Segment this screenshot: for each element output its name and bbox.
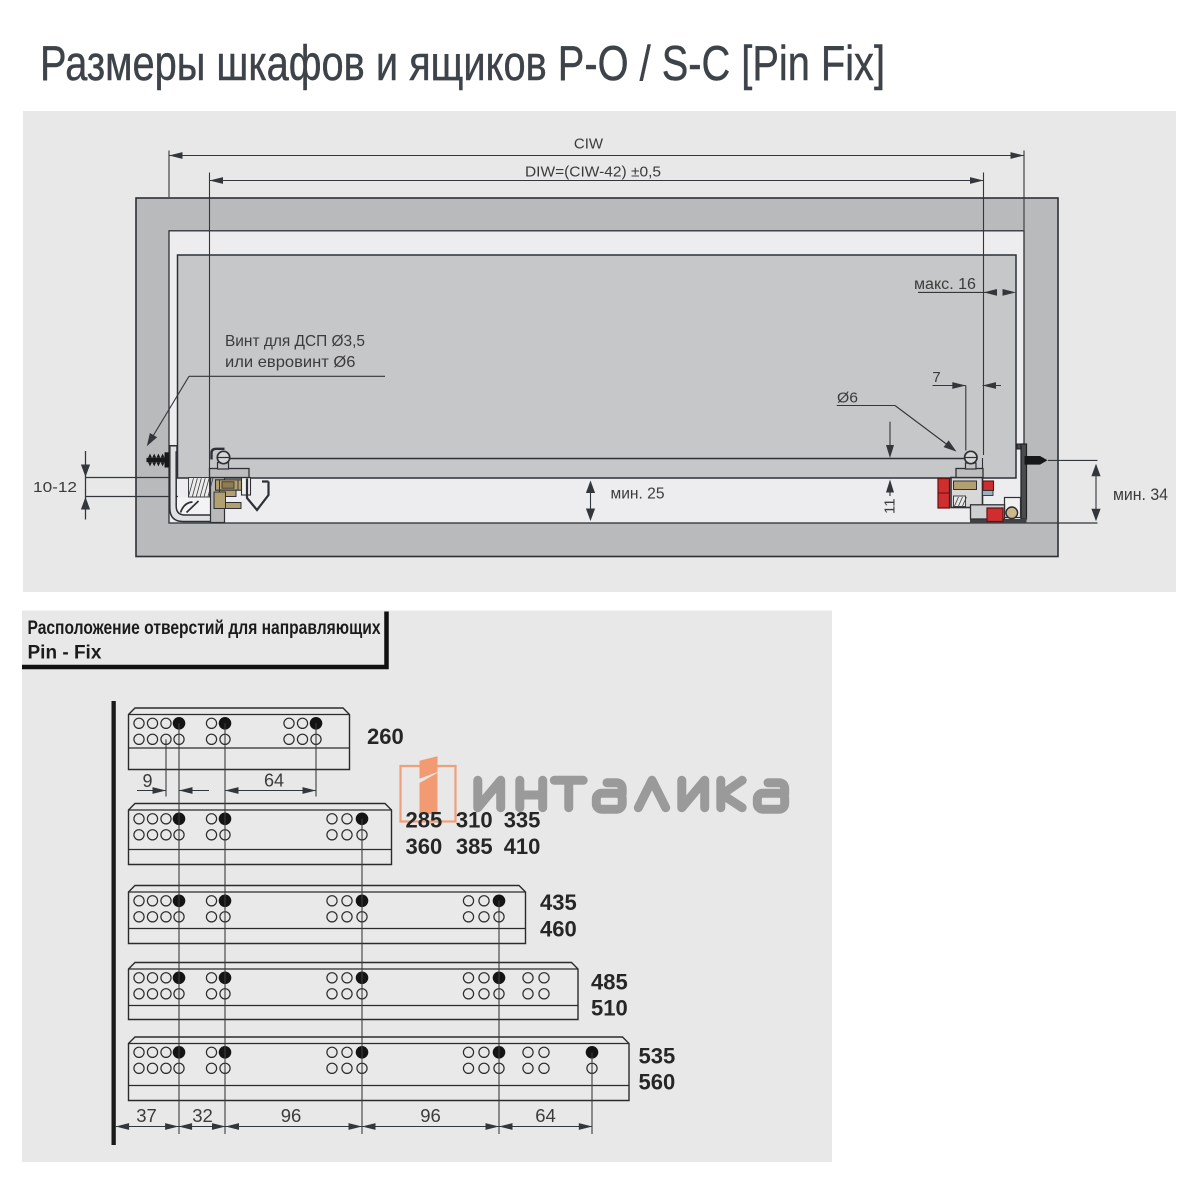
svg-text:11: 11 xyxy=(882,498,899,514)
svg-text:285: 285 xyxy=(406,808,443,833)
svg-text:32: 32 xyxy=(192,1105,213,1126)
svg-text:Pin - Fix: Pin - Fix xyxy=(28,643,102,664)
svg-text:335: 335 xyxy=(504,808,541,833)
svg-text:9: 9 xyxy=(142,771,152,791)
svg-text:макс. 16: макс. 16 xyxy=(914,276,976,293)
svg-text:385: 385 xyxy=(456,834,493,859)
svg-text:510: 510 xyxy=(591,996,628,1021)
svg-text:96: 96 xyxy=(420,1105,441,1126)
svg-text:410: 410 xyxy=(504,834,541,859)
svg-text:96: 96 xyxy=(281,1105,302,1126)
svg-text:435: 435 xyxy=(540,890,577,915)
svg-text:7: 7 xyxy=(932,369,940,386)
svg-text:64: 64 xyxy=(264,771,284,791)
svg-text:или евровинт Ø6: или евровинт Ø6 xyxy=(225,354,356,371)
svg-text:Расположение отверстий для нап: Расположение отверстий для направляющих xyxy=(28,618,381,639)
svg-text:мин. 34: мин. 34 xyxy=(1113,486,1168,504)
svg-text:мин. 25: мин. 25 xyxy=(611,486,665,503)
svg-text:535: 535 xyxy=(639,1044,676,1069)
svg-text:460: 460 xyxy=(540,917,577,942)
svg-text:DIW=(CIW-42) ±0,5: DIW=(CIW-42) ±0,5 xyxy=(525,164,661,181)
svg-text:Размеры шкафов и ящиков P-O /: Размеры шкафов и ящиков P-O / S-C [Pin F… xyxy=(40,37,885,91)
svg-text:260: 260 xyxy=(367,724,404,749)
svg-text:485: 485 xyxy=(591,970,628,995)
svg-text:10-12: 10-12 xyxy=(33,479,77,496)
svg-text:37: 37 xyxy=(136,1105,157,1126)
svg-text:64: 64 xyxy=(535,1105,556,1126)
svg-text:CIW: CIW xyxy=(574,136,604,153)
svg-text:Ø6: Ø6 xyxy=(837,390,858,407)
svg-text:310: 310 xyxy=(456,808,493,833)
svg-text:Винт для ДСП Ø3,5: Винт для ДСП Ø3,5 xyxy=(225,333,365,350)
svg-text:360: 360 xyxy=(406,834,443,859)
svg-text:560: 560 xyxy=(639,1070,676,1095)
